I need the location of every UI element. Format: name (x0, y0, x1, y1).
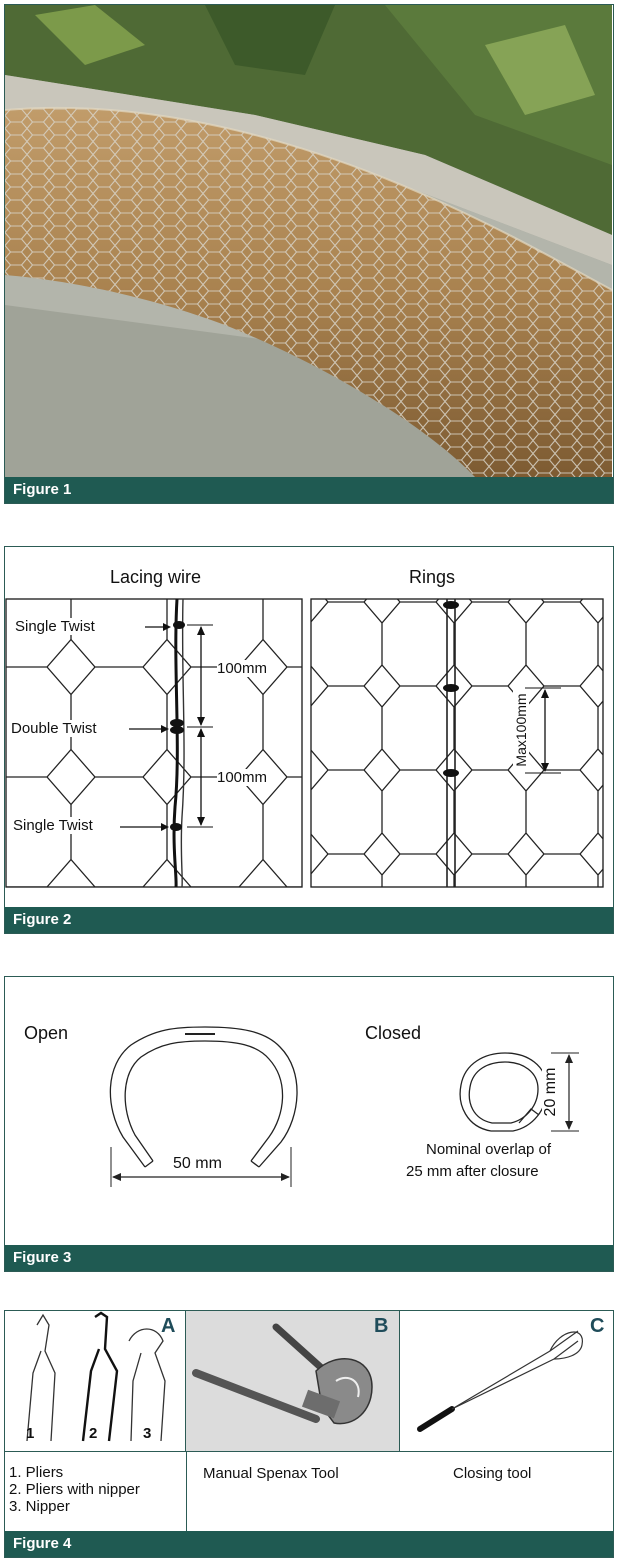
dimension-100mm-bottom: 100mm (217, 769, 268, 786)
rings-title: Rings (409, 567, 456, 587)
list-item: 3. Nipper (9, 1498, 70, 1515)
figure-1-panel: Figure 1 (4, 4, 614, 504)
ring-diagram (109, 1026, 579, 1187)
letter-a: A (161, 1315, 176, 1337)
pliers-cell: A 1 2 3 (5, 1311, 186, 1451)
figure-4-caption: Figure 4 (5, 1531, 613, 1557)
list-item: 1. Pliers (9, 1464, 64, 1481)
figure-2-caption: Figure 2 (5, 907, 613, 933)
figure-4-panel: A 1 2 3 B C (4, 1310, 614, 1558)
spenax-tool-label: Manual Spenax Tool (203, 1465, 339, 1482)
overlap-note-line-2: 25 mm after closure (406, 1163, 539, 1180)
spenax-tool-cell: B (186, 1311, 399, 1451)
closed-label: Closed (365, 1023, 422, 1043)
spenax-tool-photo (186, 1311, 399, 1451)
figure-3-panel: Open Closed 50 mm 20 mm Nominal overlap … (4, 976, 614, 1272)
list-item: 2. Pliers with nipper (9, 1481, 140, 1498)
overlap-note-line-1: Nominal overlap of (426, 1141, 552, 1158)
closing-tool-cell: C (399, 1311, 612, 1451)
pliers-illustration (26, 1311, 166, 1442)
dimension-100mm-top: 100mm (217, 660, 268, 677)
width-dimension-label: 50 mm (173, 1155, 222, 1172)
double-twist-label: Double Twist (9, 720, 99, 737)
tools-column-divider (186, 1451, 187, 1531)
coir-log-photo (5, 5, 612, 477)
tools-divider (5, 1451, 612, 1452)
figure-3-caption: Figure 3 (5, 1245, 613, 1271)
figure-2-panel: Lacing wire Rings Single Twist Double Tw… (4, 546, 614, 934)
letter-b: B (374, 1315, 389, 1337)
open-label: Open (24, 1023, 69, 1043)
letter-c: C (590, 1315, 605, 1337)
height-dimension-label: 20 mm (542, 1062, 560, 1122)
single-twist-bottom-label: Single Twist (11, 817, 95, 834)
pliers-number-2: 2 (89, 1425, 98, 1442)
pliers-list: 1. Pliers 2. Pliers with nipper 3. Nippe… (9, 1464, 140, 1515)
figure-1-caption: Figure 1 (5, 477, 613, 503)
tools-grid: A 1 2 3 B C (5, 1311, 612, 1531)
single-twist-top-label: Single Twist (13, 618, 97, 635)
pliers-number-1: 1 (26, 1425, 35, 1442)
closing-tool-label: Closing tool (453, 1465, 532, 1482)
rings-max-dimension: Max100mm (513, 690, 529, 770)
lacing-wire-title: Lacing wire (110, 567, 202, 587)
lacing-diagram (5, 598, 604, 888)
pliers-number-3: 3 (143, 1425, 152, 1442)
closing-tool-illustration (417, 1330, 583, 1432)
